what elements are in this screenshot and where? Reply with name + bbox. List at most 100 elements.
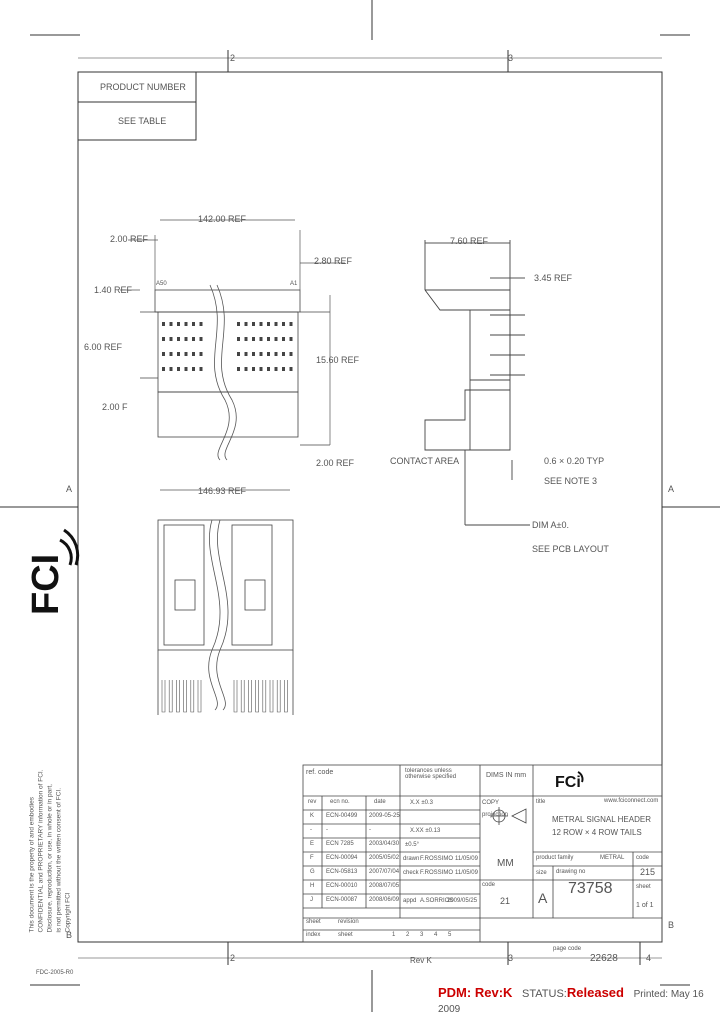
tail-pin: [269, 680, 274, 713]
tail-pin: [262, 680, 267, 713]
revision-cell: J: [310, 897, 313, 903]
sheet-right-val: 1 of 1: [636, 902, 654, 909]
pin-grid: [162, 322, 293, 371]
appd-label: appd: [403, 898, 417, 904]
dim-15-60: 15.60 REF: [316, 355, 360, 365]
dim-7-60: 7.60 REF: [450, 236, 489, 246]
contact-area-label: CONTACT AREA: [390, 456, 460, 466]
revision-cell: ECN-00087: [326, 897, 358, 903]
pin: [184, 337, 188, 341]
sheet-label-2: sheet: [338, 932, 353, 938]
grid-col-bottom-3: 3: [508, 953, 514, 963]
ref-code-label: ref. code: [306, 769, 334, 776]
revision-cell: F: [310, 855, 314, 861]
pin: [192, 352, 195, 356]
pin: [274, 367, 278, 371]
product-number-label: PRODUCT NUMBER: [100, 82, 186, 92]
tail-pin: [197, 680, 202, 713]
revision-cell: ECN-00094: [326, 855, 358, 861]
pin: [169, 367, 173, 371]
pin: [274, 352, 278, 356]
pin: [199, 337, 203, 341]
pin: [177, 322, 180, 326]
index-label: index: [306, 932, 321, 938]
revision-cell: 2008/06/09: [369, 897, 400, 903]
fci-side-logo: FCI: [25, 528, 80, 615]
sheet-number: 1: [392, 932, 396, 938]
dim-3-45: 3.45 REF: [534, 273, 573, 283]
pin-mark-a1: A1: [290, 281, 298, 287]
tail-pin: [176, 680, 180, 713]
code-right-val: 215: [640, 867, 656, 877]
tail-pin: [168, 680, 173, 713]
dimension-lines: [120, 219, 345, 491]
pin: [169, 322, 173, 326]
sheet-number: 2: [406, 932, 410, 938]
pin: [199, 352, 203, 356]
pin: [162, 322, 165, 326]
rev-head-rev: rev: [308, 799, 317, 805]
revision-cell: 2008/07/05: [369, 883, 400, 889]
pin: [244, 322, 248, 326]
pin: [282, 367, 285, 371]
tail-pin: [255, 680, 259, 713]
pin: [252, 337, 255, 341]
scale-label: MM: [497, 858, 514, 869]
pin: [267, 367, 270, 371]
tol-2: X.XX ±0.13: [410, 828, 441, 834]
pin: [274, 337, 278, 341]
tail-pin: [161, 680, 166, 713]
page-code-label: page code: [553, 946, 582, 952]
pin: [267, 322, 270, 326]
pin: [282, 337, 285, 341]
revision-cell: 2007/07/04: [369, 869, 400, 875]
pin: [289, 337, 293, 341]
rev-head-date: date: [374, 799, 386, 805]
pin: [289, 352, 293, 356]
tail-grid: [161, 680, 288, 713]
grid-col-bottom-2: 2: [230, 953, 236, 963]
pin-mark-a50: A50: [156, 281, 167, 287]
pin: [162, 367, 165, 371]
title-label: title: [536, 799, 546, 805]
pin: [267, 337, 270, 341]
angles: ±0.5°: [405, 842, 420, 848]
confidential-note: This document is the property of and emb…: [28, 713, 73, 933]
tail-pin: [248, 680, 252, 713]
pin: [237, 337, 240, 341]
pin: [252, 322, 255, 326]
size-val: A: [538, 890, 548, 906]
pin: [282, 322, 285, 326]
see-pcb: SEE PCB LAYOUT: [532, 544, 609, 554]
pin: [289, 322, 293, 326]
grid-row-left-a: A: [66, 484, 73, 494]
pdm-rev: Rev:K: [474, 985, 513, 1000]
appd-by: A.SORRIOS: [420, 898, 454, 904]
revision-cell: 2003/04/30: [369, 841, 400, 847]
sheet-number: 4: [434, 932, 438, 938]
grid-col-top-3: 3: [508, 53, 514, 63]
page-code-val: 22628: [590, 953, 618, 964]
revision-cell: ECN 7285: [326, 841, 354, 847]
drawing-no-label: drawing no: [556, 869, 586, 875]
pin: [184, 352, 188, 356]
date-2: 11/05/09: [455, 870, 478, 876]
tolerances-label: tolerances unless otherwise specified: [405, 768, 457, 780]
pin: [252, 352, 255, 356]
pin: [177, 337, 180, 341]
confidential-line-5: Copyright FCI: [64, 892, 72, 933]
pin: [192, 322, 195, 326]
rev-head-ecn: ecn no.: [330, 799, 350, 805]
pin: [162, 337, 165, 341]
pin: [267, 352, 270, 356]
confidential-line-3: Disclosure, reproduction, or use, in who…: [46, 784, 54, 933]
pin: [259, 322, 263, 326]
confidential-line-2: CONFIDENTIAL and PROPRIETARY information…: [37, 769, 45, 933]
confidential-line-1: This document is the property of and emb…: [28, 797, 36, 933]
projection-label: projection: [482, 812, 509, 818]
product-family-label: product family: [536, 855, 574, 861]
status-val: Released: [566, 985, 624, 1000]
fci-title-logo: FCi: [555, 771, 584, 791]
size-label: size: [536, 870, 547, 876]
